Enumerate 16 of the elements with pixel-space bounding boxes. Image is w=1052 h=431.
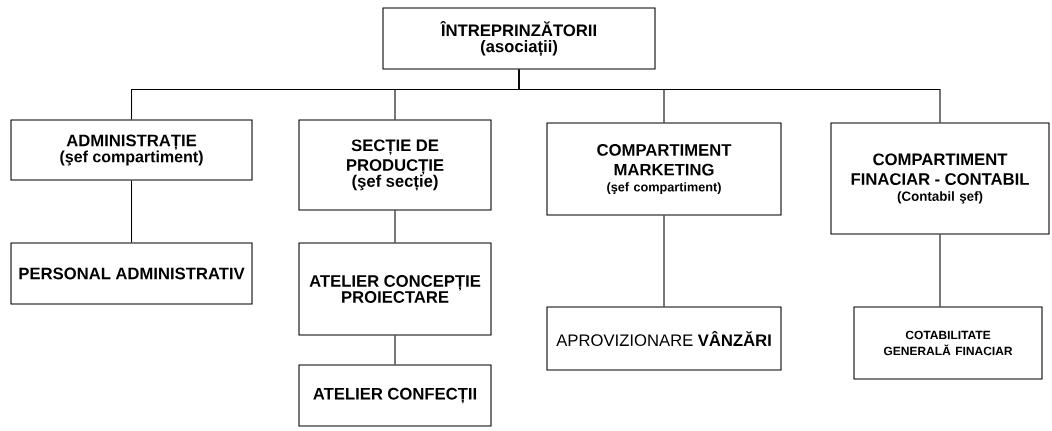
connector-line [939, 234, 941, 307]
connector-line [130, 180, 133, 243]
connector-line [394, 335, 396, 365]
org-box: APROVIZIONARE VÂNZĂRI [546, 306, 782, 371]
connector-line [394, 210, 396, 243]
connector-line [663, 215, 665, 307]
org-box: COMPARTIMENT MARKETING (şef compartiment) [546, 122, 782, 216]
org-box: ÎNTREPRINZĂTORII (asociații) [382, 7, 656, 70]
org-box: ATELIER CONFECȚII [298, 364, 492, 427]
org-box: ATELIER CONCEPȚIE PROIECTARE [298, 242, 492, 336]
org-box: COTABILITATE GENERALĂ FINACIAR [853, 306, 1043, 380]
connector-line [518, 69, 941, 123]
org-box: ADMINISTRAȚIE (şef compartiment) [10, 119, 253, 181]
org-box: COMPARTIMENT FINACIAR - CONTABIL (Contabil şef) [830, 122, 1050, 235]
org-box: SECȚIE DE PRODUCȚIE (şef secție) [298, 119, 492, 211]
org-box: PERSONAL ADMINISTRATIV [10, 242, 253, 305]
